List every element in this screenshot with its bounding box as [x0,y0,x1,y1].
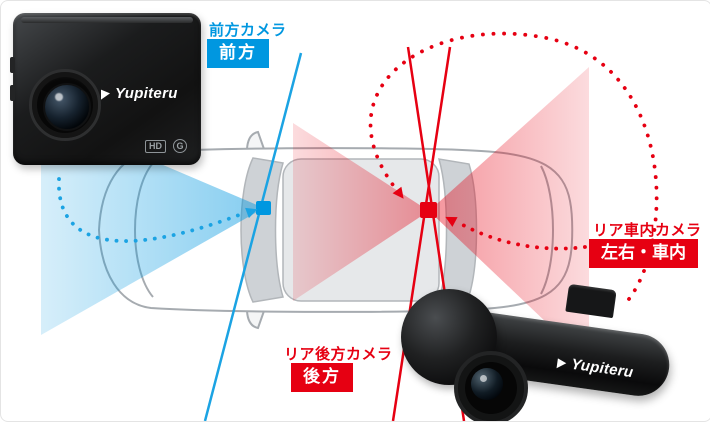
rear-camera-label: リア後方カメラ [284,346,393,363]
front-dashcam-device: Yupiteru HD G [10,13,201,165]
rear-camera-lens-icon [454,351,528,421]
front-camera-lens-glass [43,83,91,131]
front-fov-cone [41,113,264,335]
front-camera-label: 前方カメラ [209,22,287,39]
interior-camera-dotted-arrow [445,216,587,251]
front-device-button [10,57,15,73]
yupiteru-logo: Yupiteru [101,85,178,102]
front-device-top-edge [21,17,193,23]
lens-glint [55,93,63,101]
interior-camera-badge: 左右・車内 [589,239,698,268]
g-sensor-icon: G [173,139,187,153]
front-device-button [10,85,15,101]
car-mirror-bottom [245,310,266,330]
rear-camera-device: Yupiteru [399,279,674,421]
rear-camera-dotted-arc [368,31,659,301]
rear-camera-lens-glass [471,368,503,400]
rear-camera-badge: 後方 [291,363,353,392]
front-camera-badge: 前方 [207,39,269,68]
front-camera-lens-icon [29,69,101,141]
yupiteru-mark-icon [101,87,110,100]
interior-camera-label: リア車内カメラ [593,222,702,239]
lens-glint [480,375,487,382]
yupiteru-logo-text: Yupiteru [115,85,178,102]
rear-fov-cone [429,67,589,363]
yupiteru-mark-icon [556,357,568,368]
front-camera-marker [256,201,271,215]
rear-camera-mount-bracket [565,283,617,319]
front-camera-dotted-arrow [57,177,258,243]
rear-fov-line-2 [391,46,452,421]
rear-arc-arrowhead-icon [392,186,404,199]
front-fov-line [203,52,303,421]
rear-camera-marker [420,202,437,218]
front-device-feature-icons: HD G [145,139,187,153]
interior-fov-cone [293,123,429,301]
front-arrowhead-icon [245,207,258,219]
car-mirror-top [245,130,266,150]
hd-icon: HD [145,139,166,153]
interior-arrowhead-icon [445,216,458,227]
